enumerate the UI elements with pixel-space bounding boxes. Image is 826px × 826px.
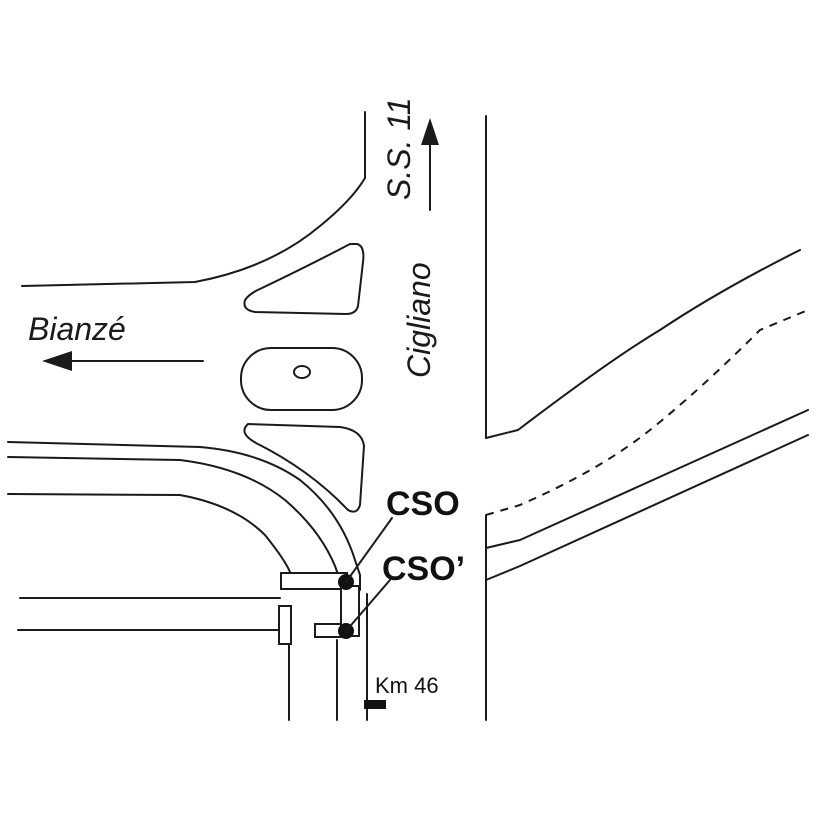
cso-prime-leader-line (345, 579, 391, 632)
ne-road-dashed-edge (485, 309, 809, 516)
se-road-edge-2 (485, 434, 809, 581)
arrow-up-icon-head (421, 118, 439, 145)
km-marker-label: Km 46 (375, 673, 439, 698)
cso-leader-line (345, 517, 393, 583)
structure-rect-1 (280, 572, 348, 590)
road-ss11-label: S.S. 11 (381, 97, 417, 200)
sw-road-inner (7, 493, 291, 573)
station-cso-label: CSO (386, 485, 460, 523)
island-south (243, 422, 366, 513)
island-center (240, 347, 363, 411)
se-road-edge-1 (485, 409, 809, 549)
ss11-west-edge-north (21, 111, 366, 287)
town-bianze-label: Bianzé (28, 311, 126, 347)
island-north (243, 243, 365, 316)
km-marker-icon (364, 700, 386, 709)
island-center-marker (293, 365, 311, 379)
structure-rect-2 (278, 605, 292, 645)
sw-road-outer (7, 441, 361, 591)
station-cso-prime-label: CSO’ (382, 550, 465, 588)
sw-road-middle (7, 456, 341, 581)
arrow-left-icon-head (42, 351, 72, 371)
ne-road-edge (485, 249, 801, 439)
town-cigliano-label: Cigliano (401, 262, 437, 378)
